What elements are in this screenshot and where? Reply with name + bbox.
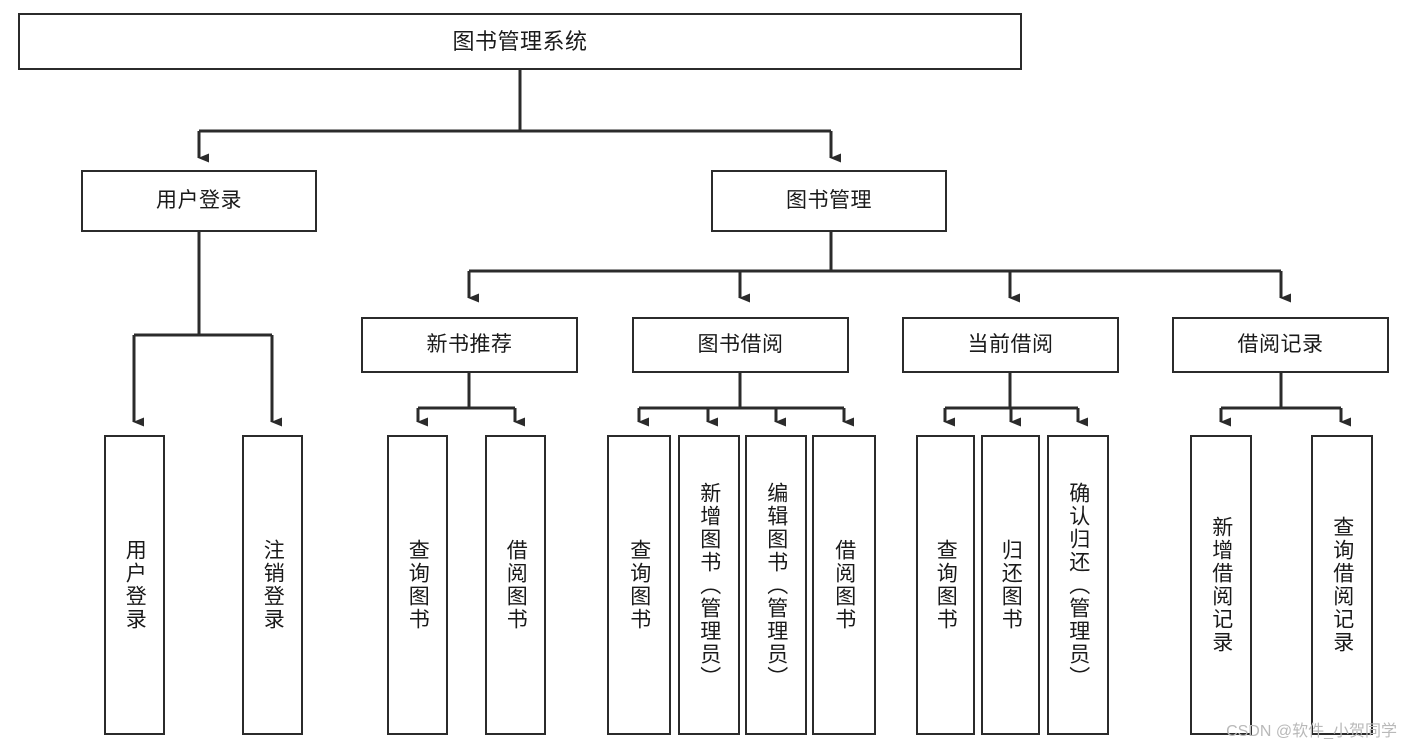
node-root-book-management-system[interactable]: 图书管理系统 <box>18 13 1022 70</box>
leaf-query-book-recommend[interactable]: 查询图书 <box>387 435 448 735</box>
leaf-confirm-return-admin[interactable]: 确认归还（管理员） <box>1047 435 1109 735</box>
node-label: 借阅图书 <box>504 539 528 631</box>
node-label: 注销登录 <box>261 539 285 631</box>
node-label: 图书借阅 <box>697 332 784 356</box>
node-borrow-record[interactable]: 借阅记录 <box>1172 317 1389 373</box>
node-label: 查询图书 <box>934 539 958 631</box>
csdn-watermark: CSDN @软件_小贺同学 <box>1226 723 1397 740</box>
leaf-add-borrow-record[interactable]: 新增借阅记录 <box>1190 435 1252 735</box>
node-user-login[interactable]: 用户登录 <box>81 170 317 232</box>
node-label: 借阅图书 <box>832 539 856 631</box>
leaf-borrow-book-recommend[interactable]: 借阅图书 <box>485 435 546 735</box>
node-label: 用户登录 <box>156 188 242 212</box>
node-label: 图书管理 <box>786 188 872 212</box>
node-label: 用户登录 <box>123 539 147 631</box>
node-book-borrow[interactable]: 图书借阅 <box>632 317 849 373</box>
node-current-borrow[interactable]: 当前借阅 <box>902 317 1119 373</box>
node-label: 查询图书 <box>627 539 651 631</box>
node-label: 新增借阅记录 <box>1209 516 1233 654</box>
leaf-edit-book-admin[interactable]: 编辑图书（管理员） <box>745 435 807 735</box>
leaf-user-login[interactable]: 用户登录 <box>104 435 165 735</box>
node-label: 归还图书 <box>999 539 1023 631</box>
node-label: 借阅记录 <box>1237 332 1324 356</box>
node-label: 编辑图书（管理员） <box>764 481 788 689</box>
leaf-query-book-borrow[interactable]: 查询图书 <box>607 435 671 735</box>
node-label: 新书推荐 <box>426 332 513 356</box>
leaf-return-book[interactable]: 归还图书 <box>981 435 1040 735</box>
leaf-borrow-book-borrow[interactable]: 借阅图书 <box>812 435 876 735</box>
leaf-query-book-current[interactable]: 查询图书 <box>916 435 975 735</box>
node-label: 确认归还（管理员） <box>1066 481 1090 689</box>
node-label: 图书管理系统 <box>452 28 588 54</box>
leaf-query-borrow-record[interactable]: 查询借阅记录 <box>1311 435 1373 735</box>
node-book-manage[interactable]: 图书管理 <box>711 170 947 232</box>
node-new-book-recommend[interactable]: 新书推荐 <box>361 317 578 373</box>
leaf-add-book-admin[interactable]: 新增图书（管理员） <box>678 435 740 735</box>
node-label: 新增图书（管理员） <box>697 481 721 689</box>
node-label: 当前借阅 <box>967 332 1054 356</box>
leaf-user-logout[interactable]: 注销登录 <box>242 435 303 735</box>
node-label: 查询图书 <box>406 539 430 631</box>
node-label: 查询借阅记录 <box>1330 516 1354 654</box>
